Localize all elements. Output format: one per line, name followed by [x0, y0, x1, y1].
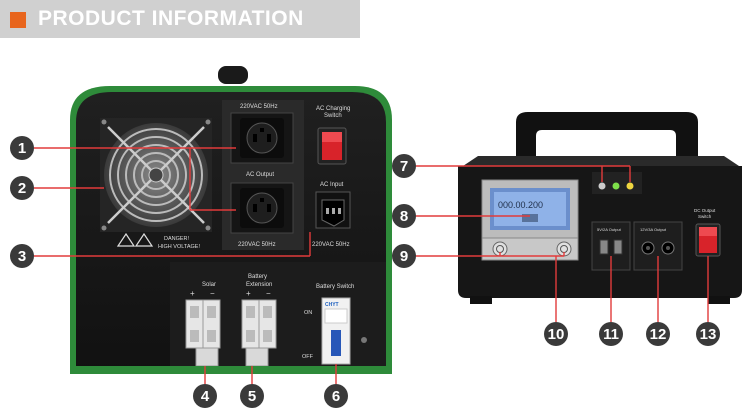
svg-text:5: 5	[248, 388, 256, 405]
socket-bottom-label: 220VAC 50Hz	[238, 242, 276, 248]
banner-square-icon	[10, 12, 26, 28]
callout-7: 7	[392, 154, 416, 178]
ac-charging-switch[interactable]	[317, 127, 347, 165]
callout-10: 10	[544, 322, 568, 346]
indicator-leds	[592, 172, 642, 194]
carry-handle	[516, 112, 698, 160]
ac-output-label: AC Output	[246, 172, 274, 178]
on-label: ON	[304, 310, 312, 316]
svg-text:3: 3	[18, 248, 26, 265]
svg-text:10: 10	[548, 326, 565, 343]
socket-top-label: 220VAC 50Hz	[240, 104, 278, 110]
solar-minus: −	[210, 289, 215, 298]
danger-label: DANGER!	[164, 236, 190, 242]
svg-text:6: 6	[332, 388, 340, 405]
lcd-readout: 000.00.200	[498, 200, 543, 210]
svg-text:11: 11	[603, 326, 619, 343]
battery-ext-label: Battery	[248, 274, 267, 280]
svg-text:7: 7	[400, 158, 408, 175]
breaker-brand: CHYT	[325, 302, 339, 308]
callout-4: 4	[193, 384, 217, 408]
callout-12: 12	[646, 322, 670, 346]
battery-minus: −	[266, 289, 271, 298]
solar-terminal	[185, 299, 221, 367]
svg-text:2: 2	[18, 180, 26, 197]
callout-1: 1	[10, 136, 34, 160]
ac-output-socket-top	[230, 112, 294, 164]
ac-input-rating: 220VAC 50Hz	[312, 242, 350, 248]
warning-icon	[116, 232, 154, 247]
callout-8: 8	[392, 204, 416, 228]
svg-text:8: 8	[400, 208, 408, 225]
svg-text:4: 4	[201, 388, 210, 405]
banner-title: PRODUCT INFORMATION	[38, 7, 304, 30]
dc-output-switch[interactable]	[695, 223, 721, 257]
dc-switch-label: DC Output	[694, 208, 716, 213]
callout-9: 9	[392, 244, 416, 268]
svg-text:9: 9	[400, 248, 408, 265]
dc-switch-sub-label: Switch	[698, 214, 712, 219]
danger-sub-label: HIGH VOLTAGE!	[158, 244, 200, 250]
svg-text:13: 13	[700, 326, 717, 343]
battery-plus: +	[246, 289, 251, 298]
lcd-right-button[interactable]	[556, 241, 572, 257]
ac-output-socket-bottom	[230, 182, 294, 234]
callout-3: 3	[10, 244, 34, 268]
callout-11: 11	[599, 322, 623, 346]
callout-5: 5	[240, 384, 264, 408]
lcd-display: 000.00.200	[481, 179, 579, 239]
battery-ext-sub-label: Extension	[246, 282, 272, 288]
usb-label: 5V/2A Output	[597, 227, 622, 232]
dc-label: 12V/3A Output	[640, 227, 667, 232]
callout-13: 13	[696, 322, 720, 346]
usb-port-1	[599, 239, 609, 255]
callout-lines	[34, 147, 709, 384]
callout-2: 2	[10, 176, 34, 200]
svg-text:12: 12	[650, 326, 667, 343]
battery-breaker-switch[interactable]: CHYT	[321, 297, 351, 365]
ac-input-port	[315, 191, 351, 229]
battery-extension-terminal	[241, 299, 277, 367]
charging-switch-label: AC Charging	[316, 106, 350, 112]
callout-6: 6	[324, 384, 348, 408]
off-label: OFF	[302, 354, 314, 360]
ac-input-label: AC Input	[320, 182, 344, 188]
svg-text:1: 1	[18, 140, 26, 157]
front-unit: 000.00.200 5V/2A Output 12V/3A Output	[458, 112, 742, 304]
charging-switch-sub-label: Switch	[324, 113, 342, 119]
solar-label: Solar	[202, 282, 216, 288]
solar-plus: +	[190, 289, 195, 298]
section-banner: PRODUCT INFORMATION	[0, 0, 360, 38]
rear-unit: DANGER! HIGH VOLTAGE! 220VAC 50Hz AC Out…	[70, 66, 392, 374]
battery-switch-label: Battery Switch	[316, 284, 354, 290]
fan-icon	[100, 118, 212, 232]
usb-port-2	[613, 239, 623, 255]
